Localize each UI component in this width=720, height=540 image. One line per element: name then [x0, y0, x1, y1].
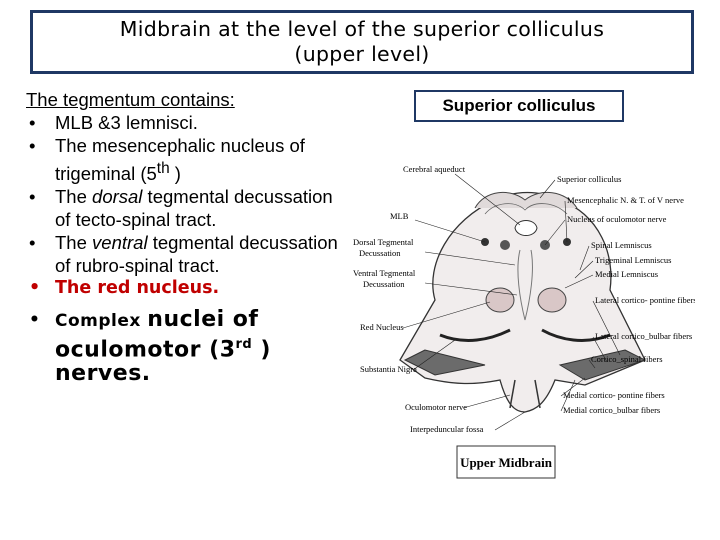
leader-lines [402, 173, 621, 431]
label-cerebral-aqueduct: Cerebral aqueduct [403, 164, 466, 174]
oculomotor-nucleus-left [500, 240, 510, 250]
bullet-icon: • [29, 186, 36, 208]
label-medial-cortico-pontine: Medial cortico- pontine fibers [563, 390, 665, 400]
superior-colliculus-label: Superior colliculus [414, 90, 624, 122]
crus-cerebri-right [558, 349, 647, 381]
label-dorsal-tegmental: Dorsal Tegmental [353, 237, 414, 247]
label-medial-cortico-bulbar: Medial cortico_bulbar fibers [563, 405, 660, 415]
cerebral-aqueduct-shape [514, 220, 538, 236]
substantia-nigra-right [541, 328, 611, 342]
label-interpeduncular-fossa: Interpeduncular fossa [410, 424, 484, 434]
label-spinal-lemniscus: Spinal Lemniscus [591, 240, 652, 250]
label-mesencephalic-nucleus: Mesencephalic N. & T. of V nerve [567, 195, 684, 205]
label-red-nucleus: Red Nucleus [360, 322, 404, 332]
list-item: •The red nucleus. [29, 278, 220, 299]
title-line-2: (upper level) [294, 42, 430, 66]
label-ventral-decussation: Decussation [363, 279, 405, 289]
bullet-icon: • [29, 232, 36, 254]
bullet-icon: • [29, 310, 41, 331]
bullet-icon: • [29, 278, 41, 299]
label-mlb: MLB [390, 211, 409, 221]
list-item: •The mesencephalic nucleus of trigeminal… [29, 135, 305, 185]
label-dorsal-decussation: Decussation [359, 248, 401, 258]
label-medial-lemniscus: Medial Lemniscus [595, 269, 658, 279]
crus-cerebri-left [403, 349, 486, 376]
label-substantia-nigra: Substantia Nigra [360, 364, 417, 374]
red-nucleus-left [485, 287, 515, 313]
upper-midbrain-diagram: Cerebral aqueduct MLB Dorsal Tegmental D… [353, 164, 695, 479]
label-cortico-spinal: Cortico_spinal fibers [591, 354, 663, 364]
list-item: •The dorsal tegmental decussation of tec… [29, 186, 333, 231]
label-trigeminal-lemniscus: Trigeminal Lemniscus [595, 255, 671, 265]
label-superior-colliculus: Superior colliculus [557, 174, 621, 184]
bullet-icon: • [29, 135, 36, 156]
caption-box [456, 445, 556, 479]
tegmentum-list: •MLB &3 lemnisci. •The mesencephalic nuc… [26, 111, 346, 386]
slide-title: Midbrain at the level of the superior co… [30, 10, 694, 74]
list-item: •The ventral tegmental decussation of ru… [29, 232, 338, 277]
tegmentum-heading: The tegmentum contains: [26, 89, 235, 110]
label-oculomotor-nucleus: Nucleus of oculomotor nerve [567, 214, 667, 224]
label-ventral-tegmental: Ventral Tegmental [353, 268, 416, 278]
caption-upper-midbrain: Upper Midbrain [460, 455, 553, 470]
label-lateral-cortico-bulbar: Lateral cortico_bulbar fibers [595, 331, 692, 341]
tegmentum-text: The tegmentum contains: •MLB &3 lemnisci… [26, 88, 346, 386]
substantia-nigra-left [439, 328, 511, 342]
label-oculomotor-nerve: Oculomotor nerve [405, 402, 467, 412]
red-nucleus-right [537, 287, 567, 313]
list-item: •Complex nuclei of oculomotor (3rd ) ner… [29, 307, 271, 387]
bullet-icon: • [29, 112, 36, 133]
label-lateral-cortico-pontine: Lateral cortico- pontine fibers [595, 295, 695, 305]
list-item: •MLB &3 lemnisci. [29, 112, 198, 133]
title-line-1: Midbrain at the level of the superior co… [119, 17, 605, 41]
